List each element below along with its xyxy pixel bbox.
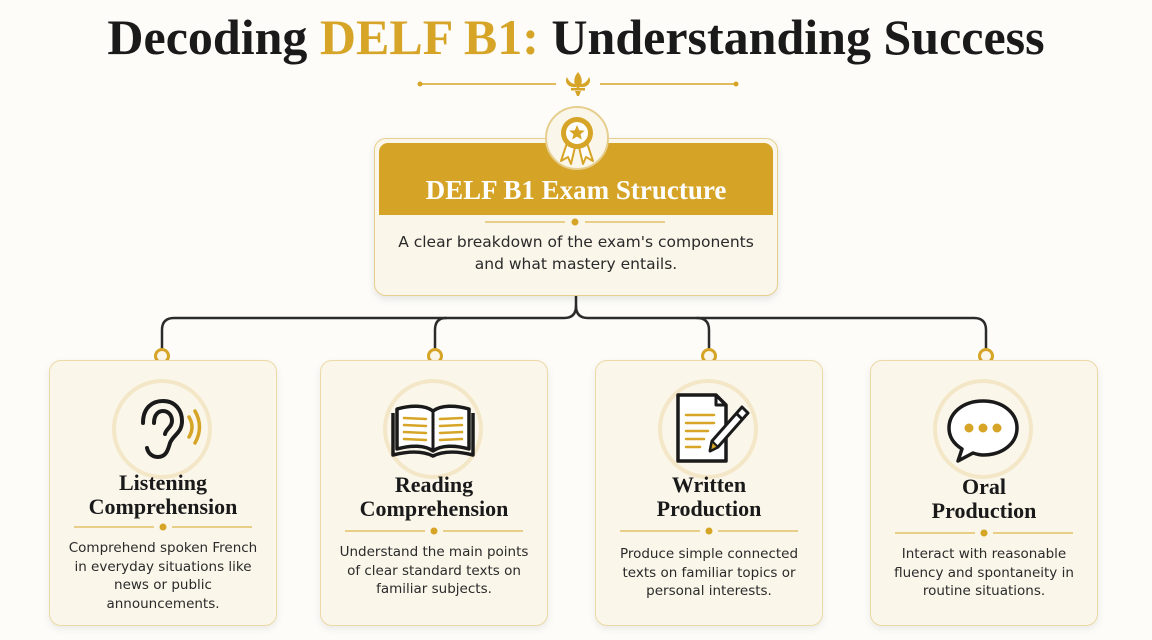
hub-description: A clear breakdown of the exam's componen…	[398, 233, 754, 273]
fleur-de-lis-divider	[417, 72, 739, 96]
hub-separator	[485, 218, 665, 226]
fleur-de-lis-icon	[566, 72, 590, 96]
card-description: Comprehend spoken French in everyday sit…	[68, 540, 258, 612]
component-card-reading: Reading Comprehension Understand the mai…	[320, 360, 548, 626]
card-title: Oral Production	[931, 474, 1037, 523]
component-card-written: Written Production Produce simple connec…	[595, 360, 823, 626]
card-separator	[620, 527, 798, 535]
card-separator	[895, 529, 1073, 537]
open-book-icon	[383, 379, 483, 479]
title-suffix: Understanding Success	[538, 9, 1045, 65]
card-title: Reading Comprehension	[359, 472, 509, 521]
card-title: Listening Comprehension	[88, 470, 238, 519]
award-medal-icon	[545, 106, 609, 170]
page-title: Decoding DELF B1: Understanding Success	[0, 8, 1152, 66]
document-pen-icon	[658, 379, 758, 479]
speech-bubble-icon	[933, 379, 1033, 479]
card-separator	[74, 523, 252, 531]
card-title: Written Production	[656, 472, 762, 521]
component-card-listening: Listening Comprehension Comprehend spoke…	[49, 360, 277, 626]
component-card-oral: Oral Production Interact with reasonable…	[870, 360, 1098, 626]
hub-title: DELF B1 Exam Structure	[425, 175, 727, 205]
title-prefix: Decoding	[107, 9, 320, 65]
ear-listening-icon	[112, 379, 212, 479]
card-separator	[345, 527, 523, 535]
card-description: Interact with reasonable fluency and spo…	[894, 546, 1074, 599]
card-description: Produce simple connected texts on famili…	[619, 546, 799, 599]
card-description: Understand the main points of clear stan…	[339, 544, 529, 597]
title-accent: DELF B1:	[319, 9, 539, 65]
